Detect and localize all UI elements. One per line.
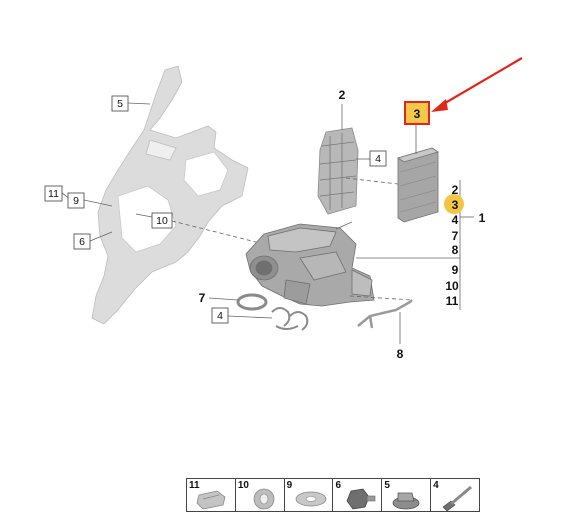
svg-text:7: 7: [452, 229, 459, 243]
legend-group-label: 1: [479, 211, 486, 225]
svg-text:4: 4: [452, 213, 459, 227]
frame-callouts: 5 11 9 6 10: [44, 95, 173, 250]
callout-10[interactable]: 10: [151, 212, 173, 229]
svg-text:11: 11: [446, 294, 459, 308]
air-filter-housing: [245, 223, 375, 307]
svg-text:9: 9: [73, 195, 79, 207]
svg-text:8: 8: [452, 243, 459, 257]
svg-text:2: 2: [452, 183, 459, 197]
hardware-cell-11[interactable]: 11: [187, 479, 236, 511]
svg-text:10: 10: [445, 279, 459, 293]
bolt-icon: [442, 485, 473, 512]
callout-4-cover[interactable]: 4: [369, 150, 387, 167]
callout-5[interactable]: 5: [111, 95, 129, 112]
svg-text:4: 4: [375, 153, 381, 165]
hardware-label: 9: [286, 480, 293, 491]
callout-9[interactable]: 9: [67, 192, 85, 209]
hardware-label: 11: [189, 480, 200, 491]
hardware-cell-6[interactable]: 6: [333, 479, 383, 511]
label-7: 7: [199, 291, 206, 305]
callout-6[interactable]: 6: [73, 233, 91, 250]
svg-text:6: 6: [79, 236, 85, 248]
svg-text:4: 4: [217, 310, 223, 322]
svg-text:3: 3: [452, 198, 459, 212]
hardware-label: 6: [335, 480, 342, 491]
pointer-arrow: [431, 57, 523, 112]
callout-4-clamp[interactable]: 4: [211, 307, 229, 324]
hose-clamps: [271, 307, 309, 331]
hardware-parts-strip: 11 10 9 6 5 4: [186, 478, 480, 512]
hardware-label: 4: [433, 480, 439, 491]
filter-element: [397, 147, 439, 223]
seal-ring: [236, 293, 268, 311]
hardware-cell-9[interactable]: 9: [285, 479, 334, 511]
hardware-cell-10[interactable]: 10: [236, 479, 285, 511]
label-2: 2: [339, 88, 346, 102]
svg-text:11: 11: [48, 188, 59, 200]
hardware-label: 5: [384, 480, 390, 491]
filter-housing-cover: [317, 127, 359, 215]
frame-leaders: [61, 102, 265, 245]
legend-column: 2 3 4 7 8 9 10 11: [445, 183, 459, 308]
support-frame: [91, 65, 249, 325]
clip-icon: [196, 490, 226, 510]
hardware-label: 10: [237, 480, 249, 491]
label-8: 8: [397, 347, 404, 361]
svg-text:10: 10: [156, 215, 168, 227]
svg-text:3: 3: [414, 107, 421, 121]
washer-icon: [295, 491, 327, 507]
hardware-cell-4[interactable]: 4: [431, 479, 479, 512]
callout-3-highlighted[interactable]: 3: [404, 101, 430, 125]
callout-11[interactable]: 11: [44, 185, 63, 202]
svg-text:5: 5: [117, 98, 123, 110]
legend-highlight-circle: [444, 194, 464, 214]
grommet-icon: [253, 488, 275, 510]
flange-nut-icon: [392, 492, 420, 510]
svg-text:9: 9: [452, 263, 459, 277]
hardware-cell-5[interactable]: 5: [382, 479, 432, 511]
hex-nut-icon: [347, 488, 376, 510]
drain-hose: [357, 299, 413, 329]
